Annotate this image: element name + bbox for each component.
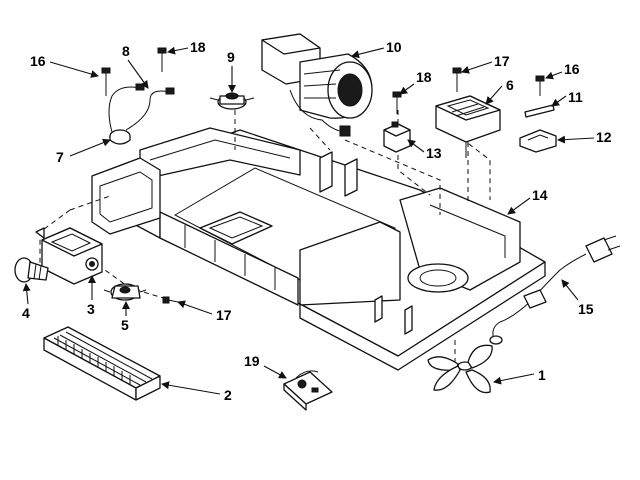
callout-9: 9 <box>227 49 235 65</box>
callout-7: 7 <box>56 149 64 165</box>
callout-11: 11 <box>568 89 583 105</box>
fan-blade <box>427 344 493 394</box>
lamp-bulb <box>14 257 49 283</box>
leader-lines <box>22 46 595 395</box>
grease-filter <box>43 326 161 401</box>
callout-2: 2 <box>224 387 232 403</box>
callout-12: 12 <box>596 129 612 145</box>
callout-labels: 16 8 18 9 10 17 16 18 6 11 12 7 13 14 15… <box>22 39 612 403</box>
callout-16-right: 16 <box>564 61 580 77</box>
callout-10: 10 <box>386 39 402 55</box>
callout-1: 1 <box>538 367 546 383</box>
callout-16-left: 16 <box>30 53 46 69</box>
callout-18-top: 18 <box>190 39 206 55</box>
screw-18-right <box>392 91 402 114</box>
magnetron <box>435 95 501 158</box>
relay-switch <box>383 121 411 153</box>
thermostat-lower <box>103 283 147 301</box>
callout-17-top: 17 <box>494 53 510 69</box>
callout-4: 4 <box>22 305 30 321</box>
callout-8: 8 <box>122 43 130 59</box>
base-chassis <box>91 127 546 371</box>
rod-pin <box>524 104 555 118</box>
callout-14: 14 <box>532 187 548 203</box>
callout-3: 3 <box>87 301 95 317</box>
clip-bracket <box>519 129 557 153</box>
callout-18-right: 18 <box>416 69 432 85</box>
thermostat-upper <box>209 92 255 110</box>
callout-13: 13 <box>426 145 442 161</box>
callout-15: 15 <box>578 301 594 317</box>
blower-motor <box>261 33 373 137</box>
thermal-cutout-assembly <box>108 83 175 145</box>
callout-6: 6 <box>506 77 514 93</box>
screw-17-top <box>452 67 462 92</box>
callout-19: 19 <box>244 353 260 369</box>
screw-16-left <box>101 67 111 96</box>
control-board <box>283 370 333 411</box>
callout-17-bottom: 17 <box>216 307 232 323</box>
screw-17-bottom <box>162 296 179 304</box>
screw-16-right <box>535 75 545 96</box>
screw-18-top <box>157 47 167 72</box>
callout-5: 5 <box>121 317 129 333</box>
lamp-socket-box <box>35 227 103 285</box>
power-cord <box>489 235 621 345</box>
